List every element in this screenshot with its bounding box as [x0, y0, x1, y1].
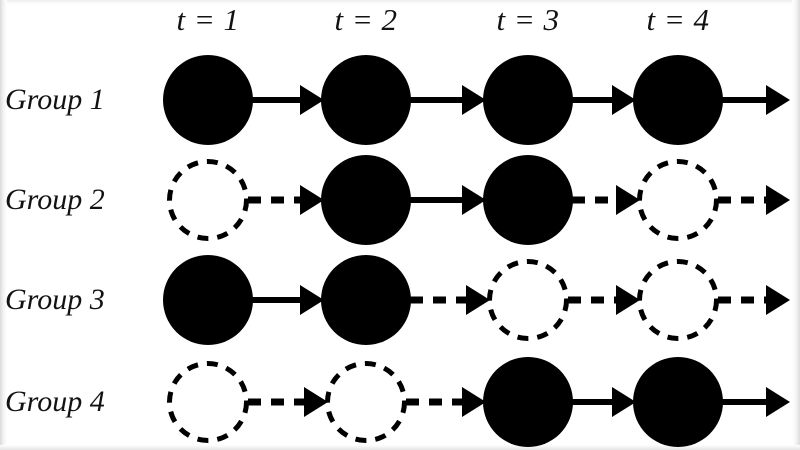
column-header-t1: t = 1 — [176, 2, 240, 37]
arrowhead-group4-4 — [766, 387, 790, 417]
node-group4-t1-hollow[interactable] — [167, 361, 249, 443]
node-group3-t2-filled[interactable] — [321, 255, 411, 345]
node-group3-t3-hollow[interactable] — [487, 259, 569, 341]
node-group4-t2-hollow[interactable] — [325, 361, 407, 443]
arrowhead-group3-1 — [300, 285, 324, 315]
arrowhead-group1-3 — [612, 85, 636, 115]
edges-layer — [248, 85, 790, 417]
arrowhead-group4-3 — [612, 387, 636, 417]
node-group4-t3-filled[interactable] — [483, 357, 573, 447]
column-header-t4: t = 4 — [646, 2, 710, 37]
row-label-group-1: Group 1 — [5, 83, 105, 116]
node-group2-t4-hollow[interactable] — [637, 159, 719, 241]
node-group2-t1-hollow[interactable] — [167, 159, 249, 241]
arrowhead-group1-2 — [462, 85, 486, 115]
arrowhead-group4-2 — [462, 387, 486, 417]
arrowhead-group3-3 — [616, 285, 640, 315]
row-label-group-2: Group 2 — [5, 183, 105, 216]
node-group1-t3-filled[interactable] — [483, 55, 573, 145]
node-group2-t3-filled[interactable] — [483, 155, 573, 245]
arrowhead-group3-2 — [466, 285, 490, 315]
row-label-group-4: Group 4 — [5, 385, 105, 418]
arrowhead-group1-1 — [300, 85, 324, 115]
arrowhead-group2-2 — [462, 185, 486, 215]
row-label-group-3: Group 3 — [5, 283, 105, 316]
arrowhead-group3-4 — [766, 285, 790, 315]
node-group4-t4-filled[interactable] — [633, 357, 723, 447]
column-header-t3: t = 3 — [496, 2, 560, 37]
node-group1-t2-filled[interactable] — [321, 55, 411, 145]
node-group3-t4-hollow[interactable] — [637, 259, 719, 341]
node-group1-t4-filled[interactable] — [633, 55, 723, 145]
arrowhead-group2-3 — [616, 185, 640, 215]
node-group1-t1-filled[interactable] — [163, 55, 253, 145]
nodes-layer — [163, 55, 723, 447]
node-group2-t2-filled[interactable] — [321, 155, 411, 245]
arrowhead-group2-1 — [300, 185, 324, 215]
arrowhead-group4-1 — [304, 387, 328, 417]
column-header-t2: t = 2 — [334, 2, 398, 37]
node-group3-t1-filled[interactable] — [163, 255, 253, 345]
arrowhead-group2-4 — [766, 185, 790, 215]
arrowhead-group1-4 — [766, 85, 790, 115]
